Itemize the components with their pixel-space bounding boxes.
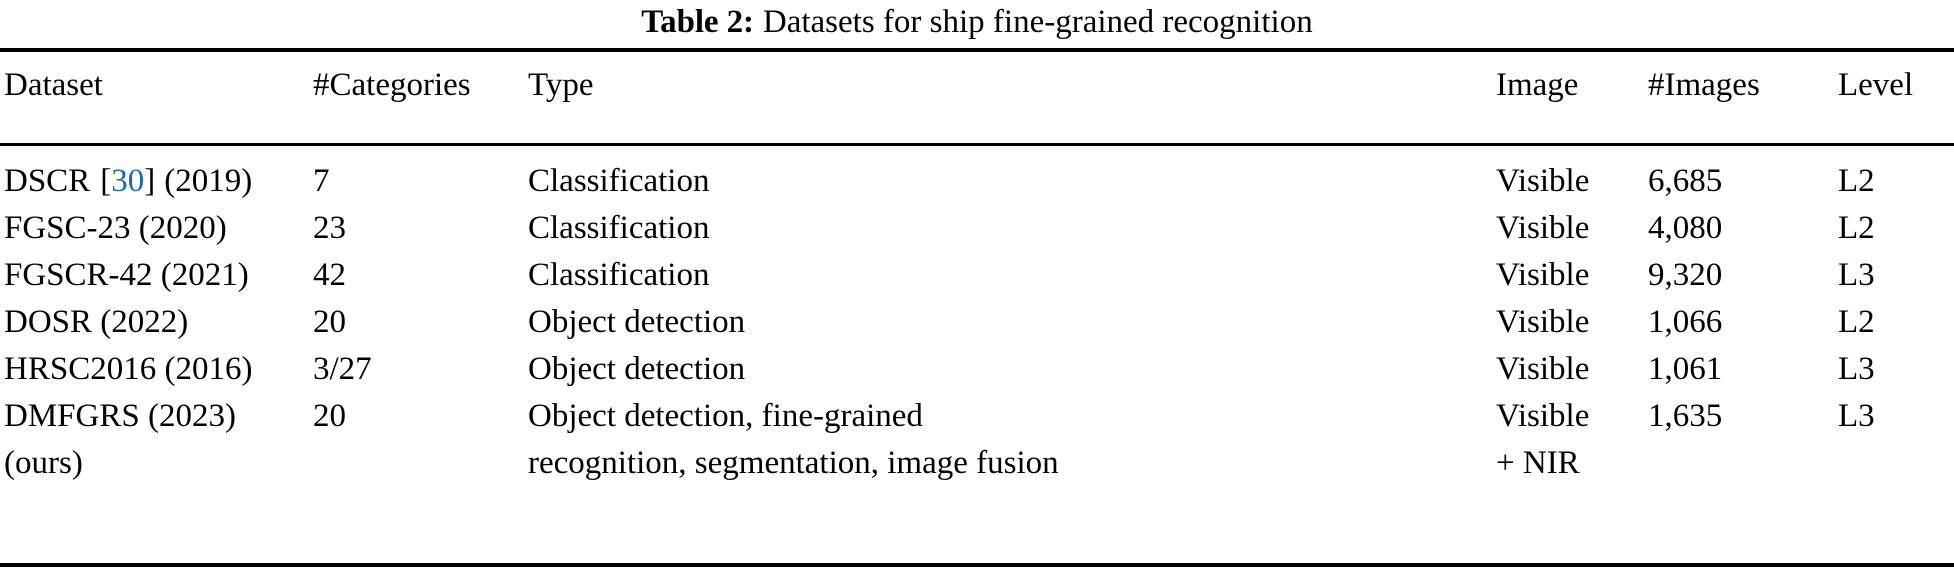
- cell-level: L2: [1838, 210, 1875, 246]
- cell-image: Visible: [1496, 351, 1590, 387]
- cell-level: L3: [1838, 398, 1875, 434]
- cell-dataset: DOSR (2022): [4, 304, 189, 340]
- cell-categories: 23: [313, 210, 346, 246]
- table-row: FGSCR-42 (2021) 42 Classification Visibl…: [0, 252, 1954, 299]
- cell-image-line2: + NIR: [1496, 445, 1580, 481]
- cell-images: 9,320: [1648, 257, 1723, 293]
- table-row: HRSC2016 (2016) 3/27 Object detection Vi…: [0, 346, 1954, 393]
- cell-images: 1,061: [1648, 351, 1723, 387]
- cell-type: Object detection, fine-grained: [528, 398, 923, 434]
- table-header-rule: [0, 143, 1954, 146]
- dataset-name: DSCR: [4, 163, 91, 199]
- caption-text: Datasets for ship fine-grained recogniti…: [762, 4, 1313, 40]
- table-row: DSCR[30](2019) 7 Classification Visible …: [0, 158, 1954, 205]
- cell-categories: 20: [313, 304, 346, 340]
- table-caption: Table 2:Datasets for ship fine-grained r…: [0, 0, 1954, 44]
- citation-bracket-open: [: [100, 163, 112, 199]
- cell-type: Object detection: [528, 304, 746, 340]
- cell-dataset: HRSC2016 (2016): [4, 351, 253, 387]
- header-type: Type: [528, 67, 594, 103]
- table-top-rule: [0, 48, 1954, 52]
- cell-dataset: DMFGRS (2023): [4, 398, 236, 434]
- cell-image: Visible: [1496, 210, 1590, 246]
- cell-dataset-line2: (ours): [4, 445, 83, 481]
- cell-images: 6,685: [1648, 163, 1723, 199]
- cell-type-line2: recognition, segmentation, image fusion: [528, 445, 1059, 481]
- cell-image: Visible: [1496, 257, 1590, 293]
- cell-images: 1,066: [1648, 304, 1723, 340]
- cell-images: 4,080: [1648, 210, 1723, 246]
- cell-level: L3: [1838, 351, 1875, 387]
- header-images: #Images: [1648, 67, 1760, 103]
- cell-dataset: FGSCR-42 (2021): [4, 257, 249, 293]
- cell-categories: 42: [313, 257, 346, 293]
- header-dataset: Dataset: [4, 67, 103, 103]
- header-categories: #Categories: [313, 67, 471, 103]
- cell-image: Visible: [1496, 304, 1590, 340]
- cell-dataset: DSCR[30](2019): [4, 158, 252, 205]
- cell-categories: 20: [313, 398, 346, 434]
- cell-images: 1,635: [1648, 398, 1723, 434]
- cell-image: Visible: [1496, 398, 1590, 434]
- citation-link-30[interactable]: 30: [111, 163, 145, 199]
- citation-bracket-close: ]: [144, 163, 156, 199]
- cell-type: Classification: [528, 257, 710, 293]
- table-row: DOSR (2022) 20 Object detection Visible …: [0, 299, 1954, 346]
- cell-level: L3: [1838, 257, 1875, 293]
- table-header-row: Dataset #Categories Type Image #Images L…: [0, 62, 1954, 109]
- cell-categories: 7: [313, 163, 330, 199]
- dataset-year: (2019): [164, 163, 253, 199]
- cell-type: Classification: [528, 210, 710, 246]
- cell-level: L2: [1838, 163, 1875, 199]
- cell-dataset: FGSC-23 (2020): [4, 210, 227, 246]
- cell-type: Classification: [528, 163, 710, 199]
- cell-level: L2: [1838, 304, 1875, 340]
- cell-categories: 3/27: [313, 351, 372, 387]
- header-image: Image: [1496, 67, 1579, 103]
- table-row: FGSC-23 (2020) 23 Classification Visible…: [0, 205, 1954, 252]
- caption-label: Table 2:: [641, 4, 754, 40]
- header-level: Level: [1838, 67, 1914, 103]
- table-row: DMFGRS (2023) (ours) 20 Object detection…: [0, 393, 1954, 487]
- table-bottom-rule: [0, 563, 1954, 567]
- cell-type: Object detection: [528, 351, 746, 387]
- cell-image: Visible: [1496, 163, 1590, 199]
